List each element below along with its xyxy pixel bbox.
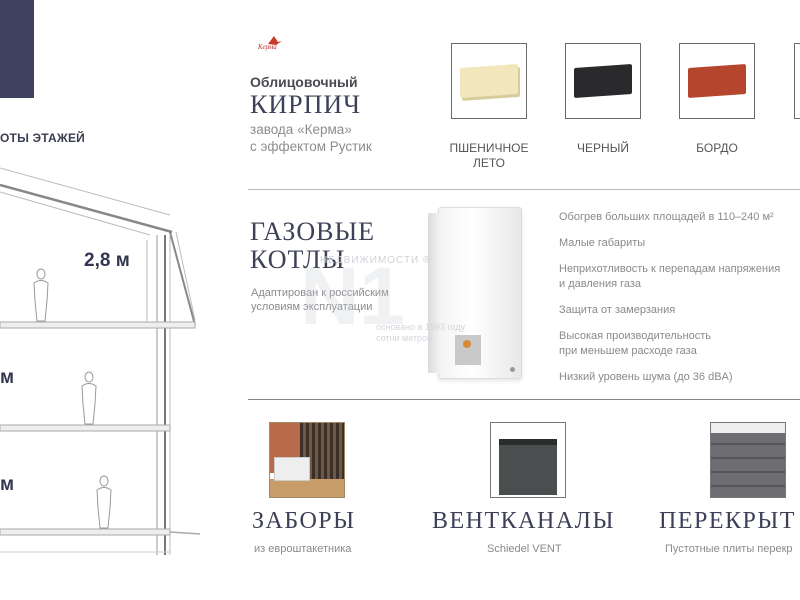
brick-label-bordo: БОРДО [696,141,738,155]
boilers-subtitle: Адаптирован к российским условиям эксплу… [251,287,389,313]
boiler-control-panel-icon [455,335,481,365]
gas-boiler-image [428,207,522,379]
building-section-drawing [0,167,201,555]
navy-accent-block [0,0,34,98]
boiler-feature: Малые габариты [559,237,646,249]
product-subtitle-fences: из евроштакетника [254,543,352,555]
product-title-ventducts: ВЕНТКАНАЛЫ [432,508,615,534]
brick-wheat-icon [460,63,518,99]
boiler-feature: Защита от замерзания [559,304,676,316]
floor-height-middle: м [0,367,15,388]
product-title-slabs: ПЕРЕКРЫТ [659,508,796,534]
floor-height-top: 2,8 м [84,250,130,271]
divider-top [248,189,800,190]
product-subtitle-slabs: Пустотные плиты перекр [665,543,793,555]
product-image-fences[interactable] [269,422,345,498]
brick-swatch-wheat[interactable] [451,43,527,119]
product-image-slabs[interactable] [710,422,786,498]
boiler-feature: Обогрев больших площадей в 110–240 м² [559,211,774,223]
brick-subtitle-2: с эффектом Рустик [250,139,372,154]
boiler-feature: Неприхотливость к перепадам напряжения и… [559,263,781,290]
brick-label-black: ЧЕРНЫЙ [577,141,629,155]
product-title-fences: ЗАБОРЫ [252,508,356,534]
floor-heights-label: ОТЫ ЭТАЖЕЙ [0,131,85,145]
floor-height-bottom: м [0,474,15,495]
brick-swatch-black[interactable] [565,43,641,119]
divider-bottom [248,399,800,400]
watermark-lines: основано в 1993 году сотни метров [376,322,466,343]
product-subtitle-ventducts: Schiedel VENT [487,543,562,555]
brick-title: КИРПИЧ [250,90,362,119]
watermark-line1: НЕДВИЖИМОСТИ ® [320,255,432,266]
brick-black-icon [574,63,632,99]
watermark-logo: N1 [300,251,405,342]
brick-bordo-icon [688,63,746,99]
brick-subtitle-1: завода «Керма» [250,122,352,137]
boiler-feature: Высокая производительность при меньшем р… [559,330,711,357]
brick-label-wheat: ПШЕНИЧНОЕ ЛЕТО [449,141,529,170]
boiler-features-list: Обогрев больших площадей в 110–240 м² Ма… [559,210,800,385]
boiler-feature: Низкий уровень шума (до 36 dBA) [559,371,733,383]
brick-swatch-bordo[interactable] [679,43,755,119]
kerma-logo: Керма [256,34,292,52]
boilers-title: ГАЗОВЫЕ КОТЛЫ [250,217,376,274]
brick-swatch-partial[interactable] [794,43,800,119]
brick-kicker: Облицовочный [250,74,358,90]
product-image-ventducts[interactable] [490,422,566,498]
